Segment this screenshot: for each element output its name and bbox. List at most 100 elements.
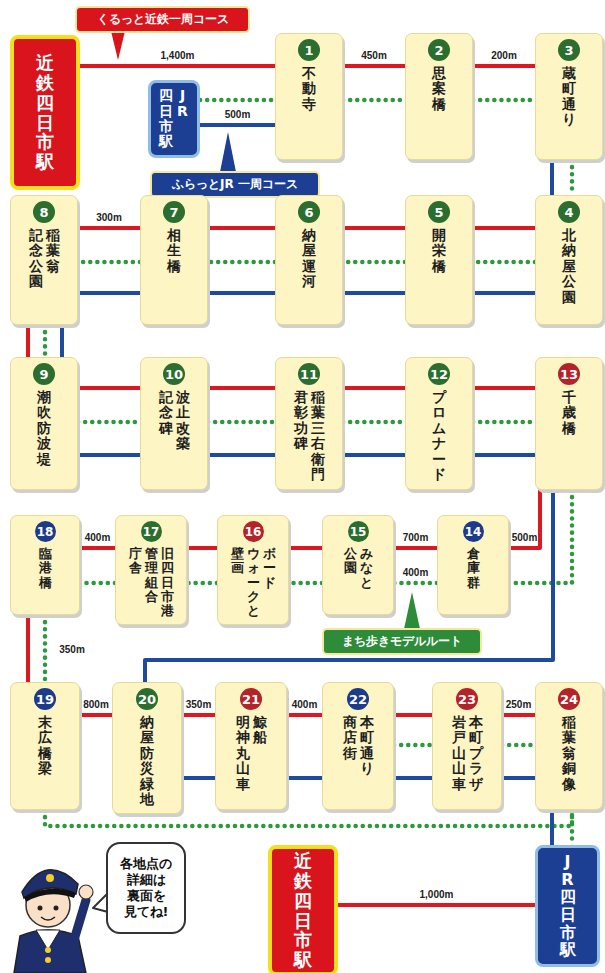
stop-name: 旧四日市港 管理組合 庁舎	[129, 547, 174, 618]
stop-box: 1 不動寺	[275, 33, 343, 160]
mascot-eye	[38, 906, 43, 911]
mascot-mouth	[41, 917, 55, 920]
stop-box: 19末広橋梁	[10, 682, 80, 810]
text-column: 本町プラザ	[469, 715, 483, 792]
station-name: JR四日市駅	[560, 853, 576, 959]
stop-number: 6	[298, 201, 320, 223]
text-column: 思案橋	[432, 66, 446, 112]
stop-number: 8	[33, 201, 55, 223]
route-line	[208, 226, 275, 230]
text-column: 稲葉翁銅像	[562, 715, 576, 792]
route-line	[343, 260, 405, 265]
route-line	[502, 776, 535, 780]
route-line	[208, 386, 275, 390]
text-column: 潮吹防波堤	[37, 390, 51, 467]
distance-label: 400m	[402, 567, 430, 579]
text-column: 千歳橋	[562, 390, 576, 436]
route-line	[78, 420, 140, 425]
route-line	[509, 490, 572, 583]
text-column: 近鉄四日市駅	[36, 53, 54, 172]
stop-name: 本町プラザ 岩戸山山車	[452, 715, 483, 792]
stop-name: 本町通り 商店街	[343, 715, 374, 777]
route-line	[187, 546, 217, 550]
stop-number: 1	[298, 39, 320, 61]
stop-number: 5	[428, 201, 450, 223]
banner-pointer	[404, 592, 420, 629]
stop-name: 北納屋公園	[562, 228, 576, 305]
text-column: 稲葉翁	[46, 228, 60, 274]
mascot-eye	[54, 906, 59, 911]
distance-label: 200m	[490, 50, 518, 62]
distance-label: 350m	[185, 699, 213, 711]
route-banner: ふらっとJR 一周コース	[150, 171, 320, 198]
route-line	[78, 453, 140, 457]
text-column: 本町通り	[360, 715, 374, 777]
route-line	[473, 98, 535, 103]
text-line: 各地点の	[120, 856, 172, 872]
route-line	[343, 291, 405, 295]
text-column: 不動寺	[302, 66, 316, 112]
stop-box: 17旧四日市港 管理組合 庁舎	[115, 515, 187, 625]
stop-box: 20納屋防災緑地	[112, 682, 182, 814]
route-line	[26, 615, 30, 682]
route-line	[570, 810, 575, 845]
distance-label: 500m	[224, 109, 252, 121]
distance-label: 1,000m	[419, 889, 455, 901]
mascot-arm	[74, 900, 86, 940]
stop-box: 18臨港橋	[10, 515, 80, 615]
route-line	[78, 386, 140, 390]
stop-number: 10	[163, 363, 185, 385]
distance-label: 350m	[58, 644, 86, 656]
station-name: 近鉄四日市駅	[36, 53, 54, 172]
route-line	[509, 490, 540, 548]
text-column: 開栄橋	[432, 228, 446, 274]
stop-box: 10 波止改築 記念碑	[140, 357, 208, 490]
stop-name: 稲葉翁 記念公園	[29, 228, 60, 290]
text-column: 記念公園	[29, 228, 43, 290]
text-column: 波止改築	[176, 390, 190, 452]
stop-box: 24 稲葉翁銅像	[535, 682, 603, 810]
mascot-badge	[46, 874, 54, 882]
text-column: 公園	[344, 547, 357, 576]
route-line	[394, 776, 432, 780]
stop-number: 12	[428, 363, 450, 385]
stop-box: 6 納屋運河	[275, 195, 343, 325]
route-line	[200, 123, 275, 127]
station-box: 近鉄四日市駅	[268, 845, 338, 973]
route-line	[80, 581, 115, 586]
stop-number: 24	[558, 688, 580, 710]
stop-number: 18	[35, 521, 56, 542]
stop-number: 3	[558, 39, 580, 61]
stop-box: 12プロムナード	[405, 357, 473, 490]
stop-name: 稲葉翁銅像	[562, 715, 576, 792]
mascot	[14, 870, 93, 973]
text-column: 相生橋	[167, 228, 181, 274]
distance-label: 400m	[291, 699, 319, 711]
route-line	[182, 776, 215, 780]
stop-name: 納屋防災緑地	[140, 715, 154, 807]
route-line	[473, 291, 535, 295]
text-column: 倉庫群	[467, 547, 480, 590]
route-line	[343, 420, 405, 425]
banner-text: まち歩きモデルルート	[342, 634, 462, 648]
route-line	[473, 226, 535, 230]
stop-name: 潮吹防波堤	[37, 390, 51, 467]
speech-bubble: 各地点の 詳細は 裏面を 見てね!	[106, 842, 186, 934]
route-line	[287, 776, 322, 780]
stop-name: 納屋運河	[302, 228, 316, 290]
distance-label: 400m	[84, 532, 112, 544]
distance-label: 300m	[95, 212, 123, 224]
stop-box: 11稲葉三右衛門 君彰功碑	[275, 357, 343, 490]
stop-box: 9 潮吹防波堤	[10, 357, 78, 490]
stop-number: 9	[33, 363, 55, 385]
stop-number: 4	[558, 201, 580, 223]
route-line	[394, 581, 437, 586]
stop-name: 波止改築 記念碑	[159, 390, 190, 452]
route-line	[26, 325, 30, 357]
text-column: みなと	[360, 547, 373, 590]
text-column: 君彰功碑	[294, 390, 308, 452]
stop-number: 15	[348, 521, 369, 542]
text-line: 見てね!	[124, 904, 169, 920]
route-line	[473, 453, 535, 457]
